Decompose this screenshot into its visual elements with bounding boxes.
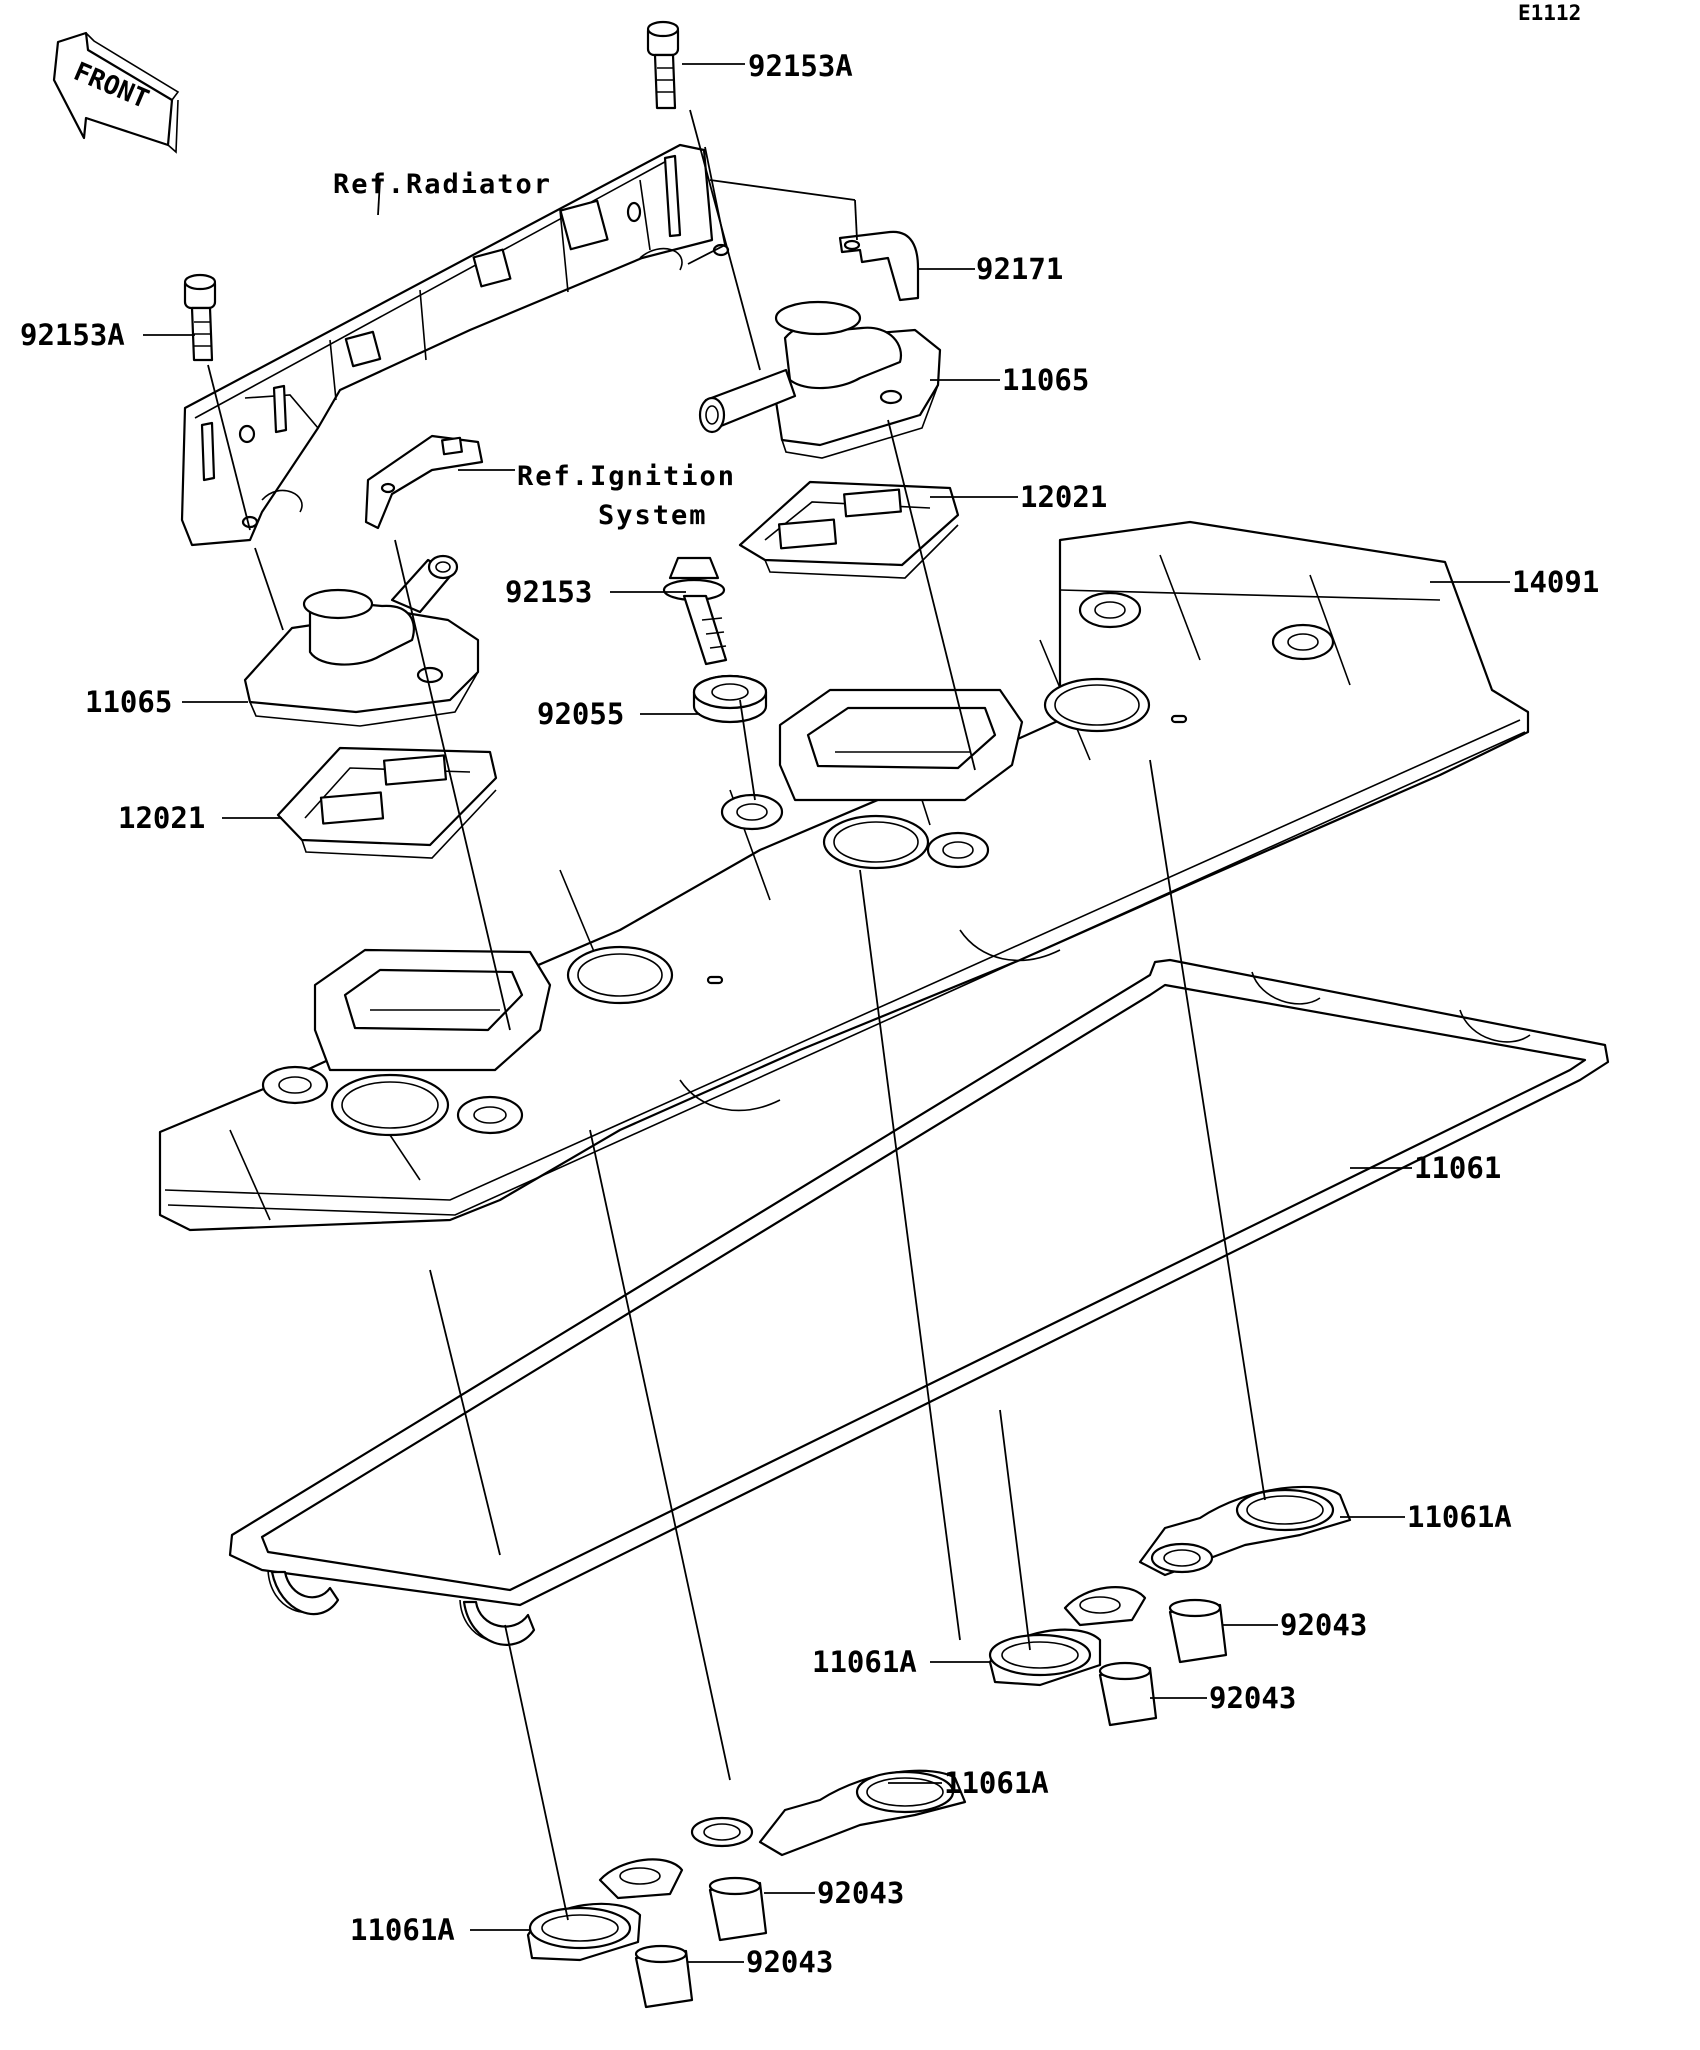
- label-breather-left: 11065: [85, 685, 172, 719]
- radiator-bracket: [180, 143, 730, 547]
- leader-lines: [143, 63, 1510, 1963]
- breather-gasket-left: [276, 746, 498, 859]
- label-gasket-left: 12021: [118, 801, 205, 835]
- bolt-92153-center: [662, 556, 728, 666]
- ignition-bracket: [364, 434, 484, 530]
- ref-radiator: Ref.Radiator: [333, 169, 552, 200]
- label-plug-gasket-c: 11061A: [944, 1766, 1049, 1800]
- label-dowel-c: 92043: [817, 1876, 904, 1910]
- plug-gasket-set-upper: [1063, 1485, 1352, 1627]
- label-washer: 92055: [537, 697, 624, 731]
- label-plug-gasket-a: 11061A: [1407, 1500, 1512, 1534]
- label-clip: 92171: [976, 252, 1063, 286]
- washer-92055: [692, 674, 768, 724]
- breather-cover-left: [243, 554, 480, 727]
- label-plug-gasket-b: 11061A: [812, 1645, 917, 1679]
- label-bolt-top: 92153A: [748, 49, 853, 83]
- dowels: [634, 1598, 1228, 2009]
- ref-ignition-line2: System: [598, 500, 708, 531]
- breather-gasket-right: [738, 480, 960, 579]
- label-dowel-b: 92043: [1209, 1681, 1296, 1715]
- label-breather-right: 11065: [1002, 363, 1089, 397]
- diagram-code: E1112: [1518, 1, 1581, 25]
- label-dowel-a: 92043: [1280, 1608, 1367, 1642]
- plug-gasket-lower-left: [526, 1902, 642, 1962]
- ref-ignition-line1: Ref.Ignition: [517, 461, 736, 492]
- label-bolt-center: 92153: [505, 575, 592, 609]
- bolt-92153a-top: [646, 20, 680, 110]
- label-head-gasket: 11061: [1414, 1151, 1501, 1185]
- bolt-92153a-left: [183, 273, 217, 362]
- plug-gasket-set-lower: [598, 1769, 967, 1900]
- assembly-lines: [207, 109, 1266, 1921]
- callouts: 92153A 92153A 92171 11065 11065 12021 12…: [20, 49, 1599, 1979]
- breather-cover-right: [698, 300, 942, 459]
- plug-gasket-upper-left: [988, 1628, 1102, 1687]
- clip-92171: [838, 230, 920, 302]
- front-arrow-icon: FRONT: [52, 31, 180, 154]
- label-plug-gasket-d: 11061A: [350, 1913, 455, 1947]
- label-cover: 14091: [1512, 565, 1599, 599]
- label-bolt-left: 92153A: [20, 318, 125, 352]
- label-dowel-d: 92043: [746, 1945, 833, 1979]
- head-gasket-11061: [228, 958, 1610, 1646]
- label-gasket-right: 12021: [1020, 480, 1107, 514]
